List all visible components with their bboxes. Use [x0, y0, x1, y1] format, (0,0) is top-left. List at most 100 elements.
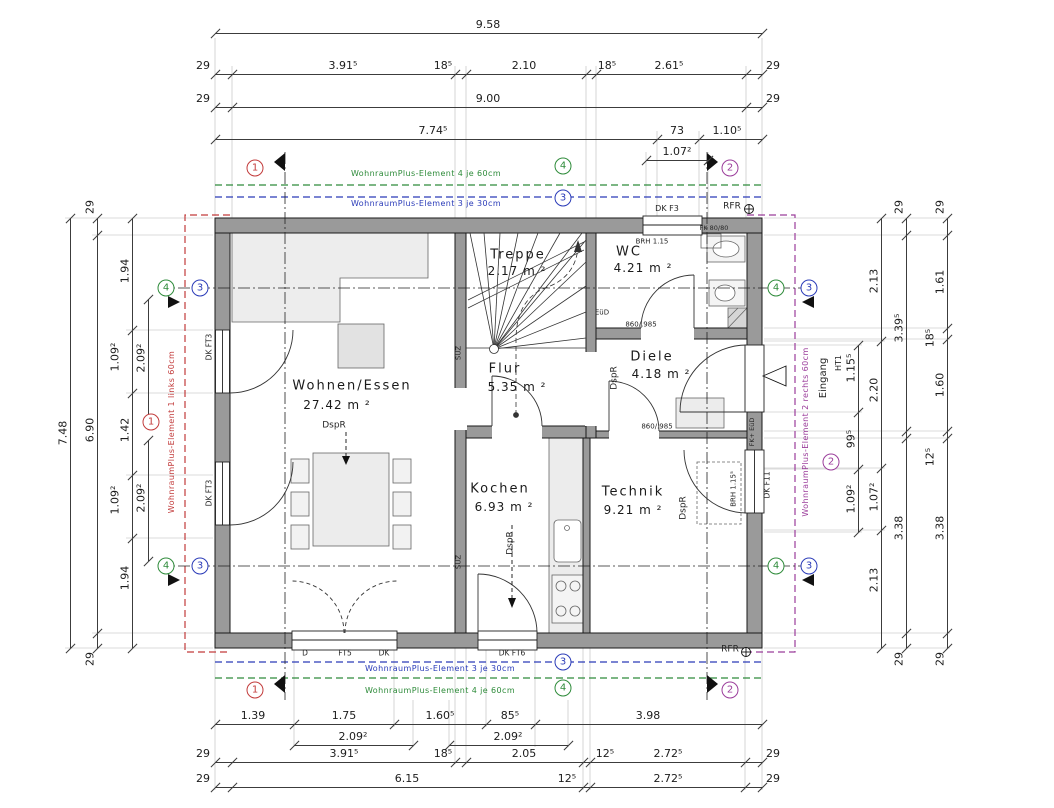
dimension-label: 2.13	[867, 567, 881, 593]
dimension-label: 6.15	[394, 772, 420, 785]
annotation: BRH 1.15⁵	[729, 471, 738, 507]
annotation: SUZ	[454, 345, 463, 361]
axis-marker: 3	[554, 189, 572, 207]
annotation: DK FT3	[204, 333, 214, 361]
axis-marker: 3	[554, 653, 572, 671]
dimension-line	[881, 218, 882, 648]
element-boundary-green	[215, 184, 762, 679]
dimension-label: 1.07²	[867, 482, 881, 512]
dimension-label: 2.09²	[134, 343, 148, 373]
annotation: FT5	[338, 648, 352, 658]
annotation: Eingang	[818, 357, 829, 399]
dimension-label: 1.94	[118, 258, 132, 284]
axis-marker: 4	[157, 557, 175, 575]
room-area: 5.35 m ²	[487, 380, 547, 394]
annotation: DspR	[678, 496, 689, 520]
axis-lines	[158, 152, 818, 700]
element-label: WohnraumPlus-Element 2 rechts 60cm	[801, 347, 810, 517]
stair	[466, 232, 587, 418]
dimension-label: 29	[196, 59, 210, 72]
axis-marker: 3	[191, 279, 209, 297]
dimension-label: 6.90	[83, 417, 97, 443]
window-and-door-openings	[215, 215, 765, 651]
dimension-label: 1.42	[118, 417, 132, 443]
annotation: DspR	[609, 366, 620, 390]
annotation: DK FT3	[204, 479, 214, 507]
dimension-label: 18⁵	[923, 328, 937, 348]
element-label: WohnraumPlus-Element 3 je 30cm	[364, 664, 516, 673]
dimension-label: 1.39	[240, 709, 266, 722]
axis-flags	[168, 153, 814, 693]
dimension-label: 2.72⁵	[653, 772, 683, 785]
dimension-label: 3.39⁵	[892, 313, 906, 343]
dimension-label: 12⁵	[595, 747, 615, 760]
axis-marker: 1	[142, 413, 160, 431]
room-name: Diele	[630, 349, 674, 365]
dimension-label: 1.60	[933, 372, 947, 398]
dimension-label: 9.58	[475, 18, 501, 31]
axis-marker: 3	[191, 557, 209, 575]
dimension-label: 2.72⁵	[653, 747, 683, 760]
dimension-label: 2.05	[511, 747, 537, 760]
dimension-label: 1.09²	[108, 342, 122, 372]
dimension-line	[148, 440, 149, 561]
element-label: WohnraumPlus-Element 3 je 30cm	[350, 199, 502, 208]
dimension-line	[215, 107, 762, 108]
dimension-line	[215, 787, 762, 788]
annotation: RFR	[721, 644, 739, 655]
room-name: Wohnen/Essen	[292, 378, 412, 394]
dimension-label: 18⁵	[597, 59, 617, 72]
annotation: DK FT6	[498, 648, 526, 658]
smoke-detector-icon	[744, 204, 754, 214]
entrance-arrow-icon	[761, 365, 787, 387]
annotation: HT1	[834, 355, 843, 371]
axis-marker: 2	[822, 453, 840, 471]
dimension-label: 1.07²	[662, 145, 692, 158]
annotation: DspR	[505, 531, 516, 555]
dimension-line	[215, 74, 762, 75]
room-area: 4.18 m ²	[631, 367, 691, 381]
annotation: DK	[378, 648, 390, 658]
dimension-label: 85⁵	[500, 709, 520, 722]
dimension-label: 29	[892, 200, 906, 214]
smoke-detector-icon	[741, 647, 751, 657]
axis-marker: 3	[800, 557, 818, 575]
dimension-line	[947, 218, 948, 648]
annotation: DK F3	[655, 204, 679, 213]
dimension-line	[70, 218, 71, 648]
dimension-label: 18⁵	[433, 747, 453, 760]
dimension-line	[215, 139, 762, 140]
dimension-label: 29	[892, 652, 906, 666]
dimension-line	[215, 762, 762, 763]
room-name: Flur	[488, 361, 522, 377]
dimension-label: 29	[196, 772, 210, 785]
room-name: WC	[616, 244, 642, 260]
dimension-label: 1.94	[118, 565, 132, 591]
annotation: DspR	[322, 420, 346, 431]
dimension-label: 29	[196, 747, 210, 760]
dimension-line	[294, 745, 413, 746]
dimension-line	[646, 160, 708, 161]
dimension-line	[858, 345, 859, 532]
annotation: BRH 1.15	[635, 237, 669, 246]
element-boundary-red	[184, 214, 230, 653]
room-area: 9.21 m ²	[603, 503, 663, 517]
dimension-label: 1.61	[933, 269, 947, 295]
dimension-label: 2.09²	[493, 730, 523, 743]
annotation: FK 80/80	[699, 223, 729, 232]
dimension-label: 29	[196, 92, 210, 105]
element-boundary-blue	[215, 196, 762, 663]
dimension-label: 3.98	[635, 709, 661, 722]
axis-marker: 2	[721, 159, 739, 177]
dimension-label: 3.91⁵	[329, 747, 359, 760]
axis-marker: 4	[767, 279, 785, 297]
annotation: 860/.985	[625, 320, 657, 329]
room-name: Kochen	[470, 481, 530, 497]
dimension-line	[215, 33, 762, 34]
axis-marker: 2	[721, 681, 739, 699]
dimension-label: 1.09²	[108, 485, 122, 515]
axis-marker: 4	[767, 557, 785, 575]
axis-marker: 1	[246, 159, 264, 177]
